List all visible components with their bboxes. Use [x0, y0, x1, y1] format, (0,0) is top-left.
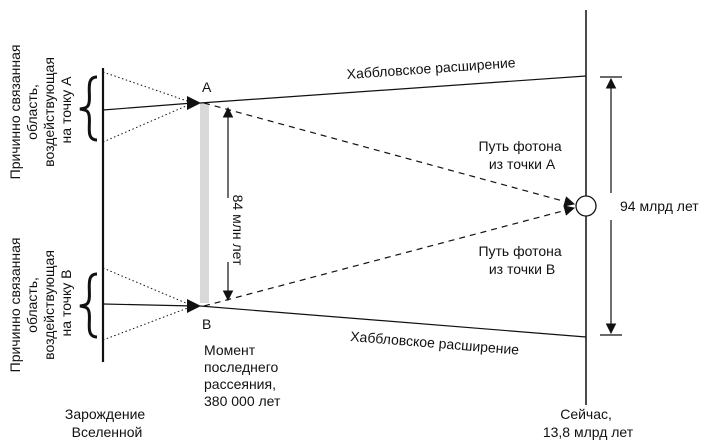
observer-circle [575, 195, 597, 217]
hubble-expansion-top-line [199, 75, 587, 104]
distance-now-arrow [600, 76, 622, 336]
hubble-expansion-bottom-label: Хаббловское расширение [350, 328, 520, 358]
last-scattering-bar [200, 103, 209, 303]
photon-path-b-label: Путь фотона из точки B [478, 243, 565, 277]
causal-region-b-label: Причинно связанная область, воздействующ… [7, 234, 74, 373]
photon-path-b [203, 205, 576, 307]
origin-label: Зарождение Вселенной [65, 406, 149, 440]
causal-region-a-label: Причинно связанная область, воздействующ… [7, 41, 74, 180]
causal-cone-b [102, 267, 194, 341]
photon-path-a [203, 102, 576, 207]
hubble-expansion-bottom-line [199, 305, 587, 338]
brace-a [79, 75, 98, 142]
causal-cone-a [102, 71, 194, 143]
point-a-marker [187, 96, 201, 110]
point-a-label: A [202, 79, 212, 95]
last-scattering-label: Момент последнего рассеяния, 380 000 лет [204, 342, 282, 409]
photon-path-a-label: Путь фотона из точки A [478, 138, 565, 172]
point-b-label: B [202, 316, 211, 332]
point-b-marker [187, 299, 201, 313]
distance-now-label: 94 млрд лет [620, 198, 699, 214]
brace-b [79, 272, 98, 339]
distance-then-label: 84 млн лет [230, 195, 246, 266]
hubble-expansion-top-label: Хаббловское расширение [346, 54, 516, 82]
now-label: Сейчас, 13,8 млрд лет [543, 406, 634, 440]
